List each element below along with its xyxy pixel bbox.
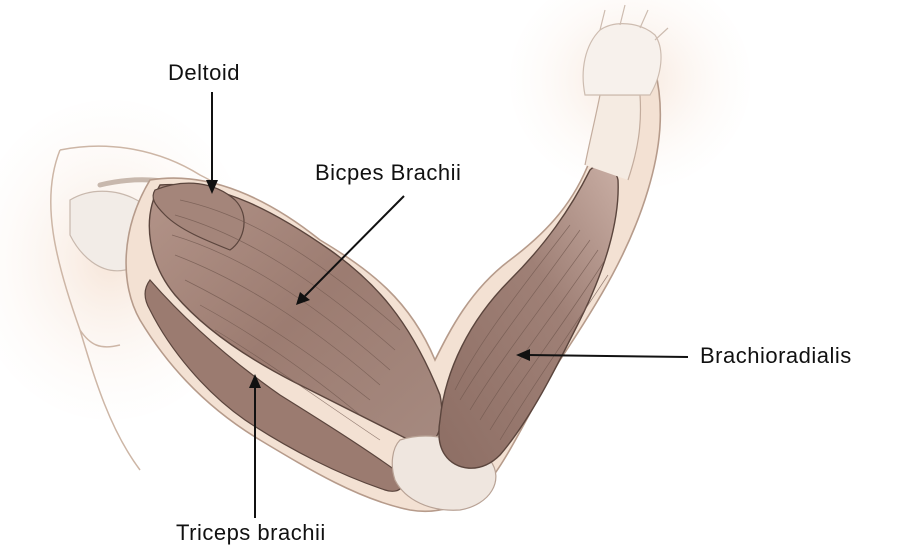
- deltoid-label: Deltoid: [168, 62, 240, 84]
- biceps-brachii-label: Bicpes Brachii: [315, 162, 461, 184]
- brachioradialis-label: Brachioradialis: [700, 345, 852, 367]
- triceps-brachii-label: Triceps brachii: [176, 522, 326, 544]
